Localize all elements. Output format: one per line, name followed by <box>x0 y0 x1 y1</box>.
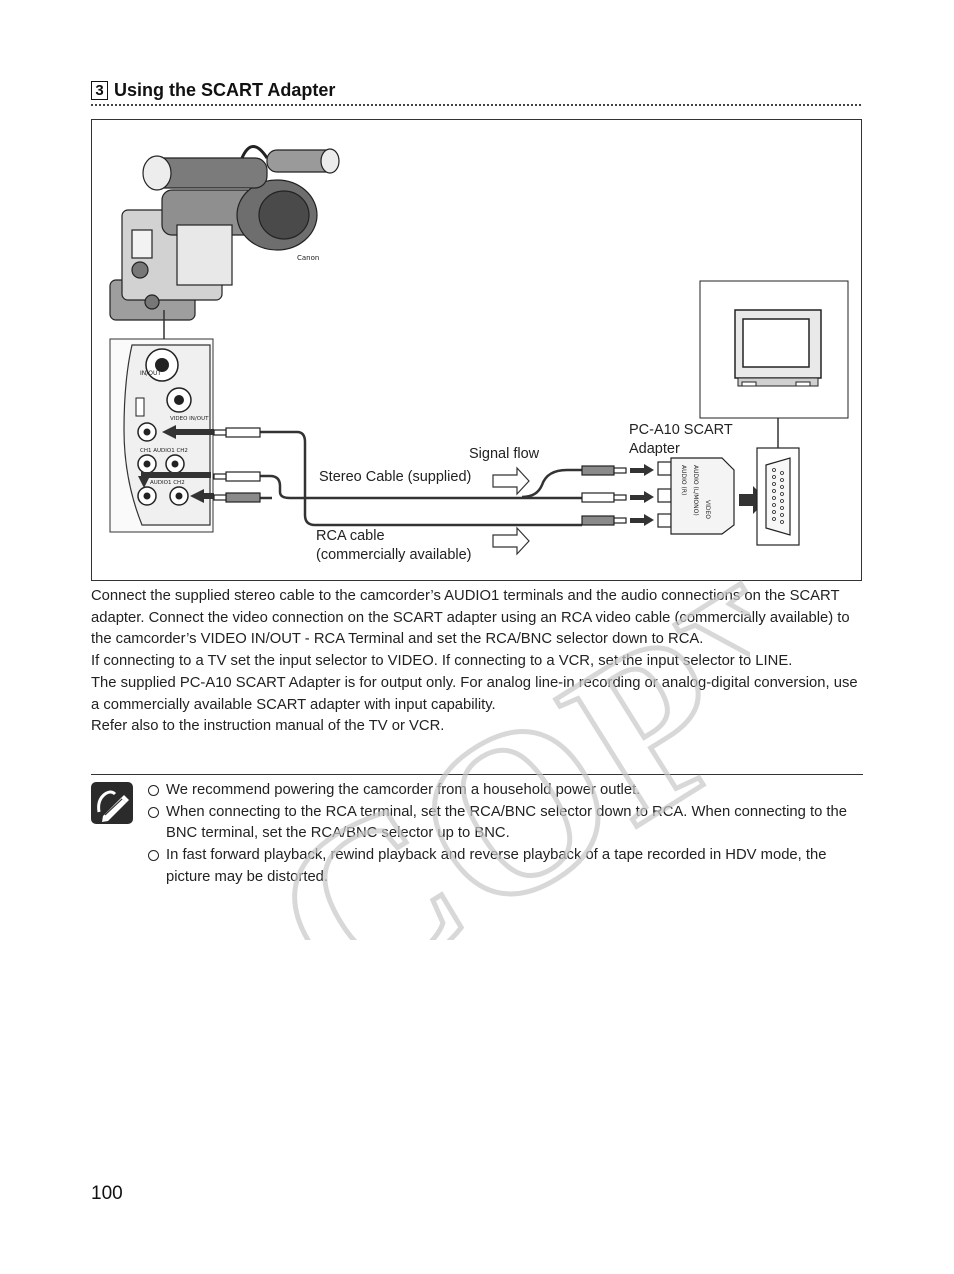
bullet-icon <box>148 850 159 862</box>
rca-cable-line1: RCA cable <box>316 528 385 544</box>
scart-adapter: AUDIO (R) AUDIO (L/MONO) VIDEO <box>657 457 735 535</box>
note-text: In fast forward playback, rewind playbac… <box>166 847 827 885</box>
scart-adapter-line2: Adapter <box>629 441 680 457</box>
scart-adapter-label: PC-A10 SCART Adapter <box>629 421 733 459</box>
note-text: We recommend powering the camcorder from… <box>166 782 641 798</box>
signal-flow-label: Signal flow <box>469 446 540 462</box>
rca-cable-line2: (commercially available) <box>316 547 472 563</box>
notes-divider <box>91 774 863 775</box>
diagram-drawing: Canon IN/OUT VIDEO IN/OUT CH1 AUDIO1 CH2… <box>109 145 849 556</box>
video-inout-label: VIDEO IN/OUT <box>170 416 209 422</box>
section-number: 3 <box>91 81 108 100</box>
section-heading: 3 Using the SCART Adapter <box>91 80 335 101</box>
camcorder-plugs <box>213 427 261 503</box>
jack-audio-r: AUDIO (R) <box>680 465 687 495</box>
scart-socket <box>756 447 800 546</box>
svideo-label: IN/OUT <box>140 370 161 377</box>
note-item: In fast forward playback, rewind playbac… <box>148 845 864 888</box>
scart-adapter-line1: PC-A10 SCART <box>629 422 733 438</box>
jack-video: VIDEO <box>704 500 711 519</box>
camcorder-terminal-panel: IN/OUT VIDEO IN/OUT CH1 AUDIO1 CH2 AUDIO… <box>109 338 214 533</box>
note-text: When connecting to the RCA terminal, set… <box>166 803 847 842</box>
tv-illustration <box>699 280 849 419</box>
audio1-label: AUDIO1 CH2 <box>150 480 185 486</box>
signal-flow-arrows <box>492 466 530 556</box>
stereo-cable-label: Stereo Cable (supplied) <box>319 469 472 485</box>
adapter-plugs <box>581 465 627 526</box>
paragraph-2: If connecting to a TV set the input sele… <box>91 653 793 670</box>
note-pencil-icon <box>91 782 133 824</box>
jack-audio-l: AUDIO (L/MONO) <box>692 465 699 516</box>
bullet-icon <box>148 785 159 796</box>
notes-list: We recommend powering the camcorder from… <box>148 780 864 889</box>
page-number: 100 <box>91 1183 123 1204</box>
paragraph-1: Connect the supplied stereo cable to the… <box>91 588 850 648</box>
camcorder-illustration: Canon <box>109 145 340 321</box>
connection-diagram: Canon IN/OUT VIDEO IN/OUT CH1 AUDIO1 CH2… <box>91 119 862 581</box>
note-item: We recommend powering the camcorder from… <box>148 780 864 802</box>
note-item: When connecting to the RCA terminal, set… <box>148 802 864 845</box>
section-title: Using the SCART Adapter <box>114 80 336 100</box>
svg-text:Canon: Canon <box>297 254 319 262</box>
cables <box>260 430 582 527</box>
instructions-text: Connect the supplied stereo cable to the… <box>91 586 861 738</box>
bullet-icon <box>148 806 159 818</box>
dotted-divider <box>91 104 861 106</box>
adapter-arrows <box>630 464 654 526</box>
signal-arrows-camcorder <box>138 425 214 503</box>
audio-ch-label: CH1 AUDIO1 CH2 <box>140 448 188 454</box>
rca-cable-label: RCA cable (commercially available) <box>316 527 472 565</box>
paragraph-4: Refer also to the instruction manual of … <box>91 718 445 735</box>
paragraph-3: The supplied PC-A10 SCART Adapter is for… <box>91 674 858 713</box>
